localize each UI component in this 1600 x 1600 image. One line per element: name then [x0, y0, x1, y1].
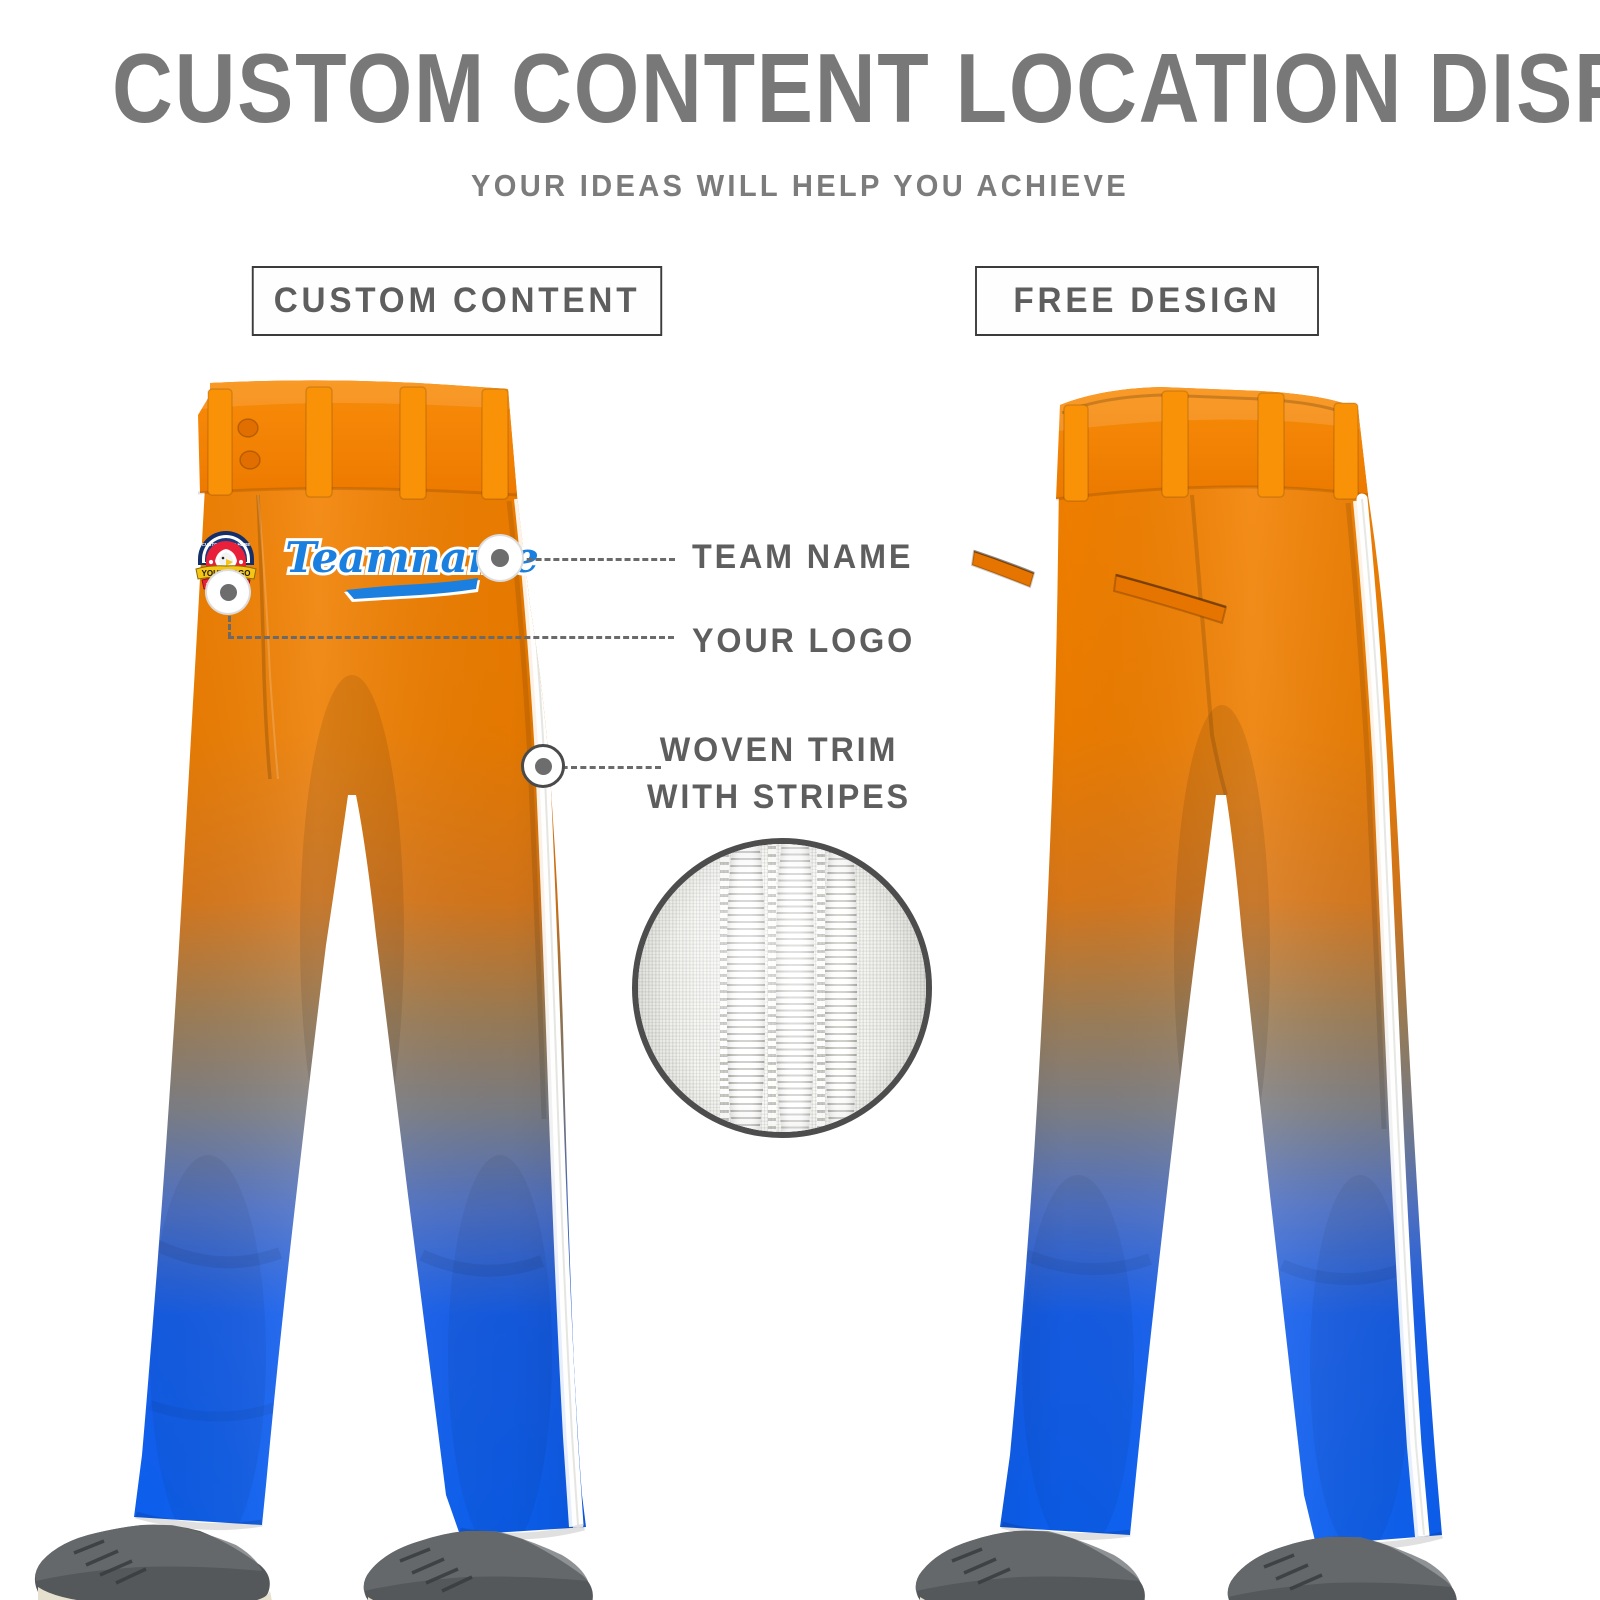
leader-line-woven-trim — [543, 766, 661, 769]
side-stripe-white-back — [1353, 493, 1430, 1541]
callout-marker-team-name[interactable] — [478, 536, 522, 580]
belt-loops-back — [1063, 390, 1359, 502]
section-label-free-design: FREE DESIGN — [975, 266, 1319, 336]
callout-label-woven-trim-line1: WOVEN TRIM — [659, 731, 899, 769]
waistband — [197, 380, 518, 497]
callout-marker-woven-trim[interactable] — [521, 744, 565, 788]
team-name-logo: Teamname — [282, 528, 542, 608]
fly-seam — [256, 494, 272, 780]
welt-pocket-left — [970, 549, 1036, 589]
leader-line-your-logo-vertical — [228, 592, 231, 638]
cleat-shoe-left — [34, 1524, 272, 1600]
fabric-weave-texture — [638, 844, 926, 1132]
cleat-shoe-back-right — [1227, 1536, 1457, 1600]
woven-trim-detail-circle — [632, 838, 932, 1138]
waistband-buttons — [237, 418, 261, 470]
swoosh-tail — [346, 578, 478, 599]
callout-marker-your-logo[interactable] — [207, 571, 249, 613]
baseball-pants-back-view — [915, 375, 1550, 1600]
callout-label-woven-trim-line2: WITH STRIPES — [647, 778, 911, 816]
waistband-back — [1055, 387, 1369, 501]
welt-pocket-right — [1112, 573, 1228, 625]
leader-line-your-logo — [228, 636, 674, 639]
section-label-custom-content: CUSTOM CONTENT — [251, 266, 663, 336]
page-subtitle: YOUR IDEAS WILL HELP YOU ACHIEVE — [471, 168, 1129, 203]
page-title: CUSTOM CONTENT LOCATION DISPLAY — [112, 33, 1600, 143]
callout-label-team-name: TEAM NAME — [692, 538, 914, 576]
callout-label-your-logo: YOUR LOGO — [692, 622, 916, 660]
belt-loops — [207, 386, 509, 500]
cleat-shoe-right — [363, 1530, 593, 1600]
cleat-shoe-back-left — [915, 1530, 1145, 1600]
callout-label-woven-trim: WOVEN TRIM WITH STRIPES — [636, 727, 923, 821]
leader-line-team-name — [500, 558, 675, 561]
